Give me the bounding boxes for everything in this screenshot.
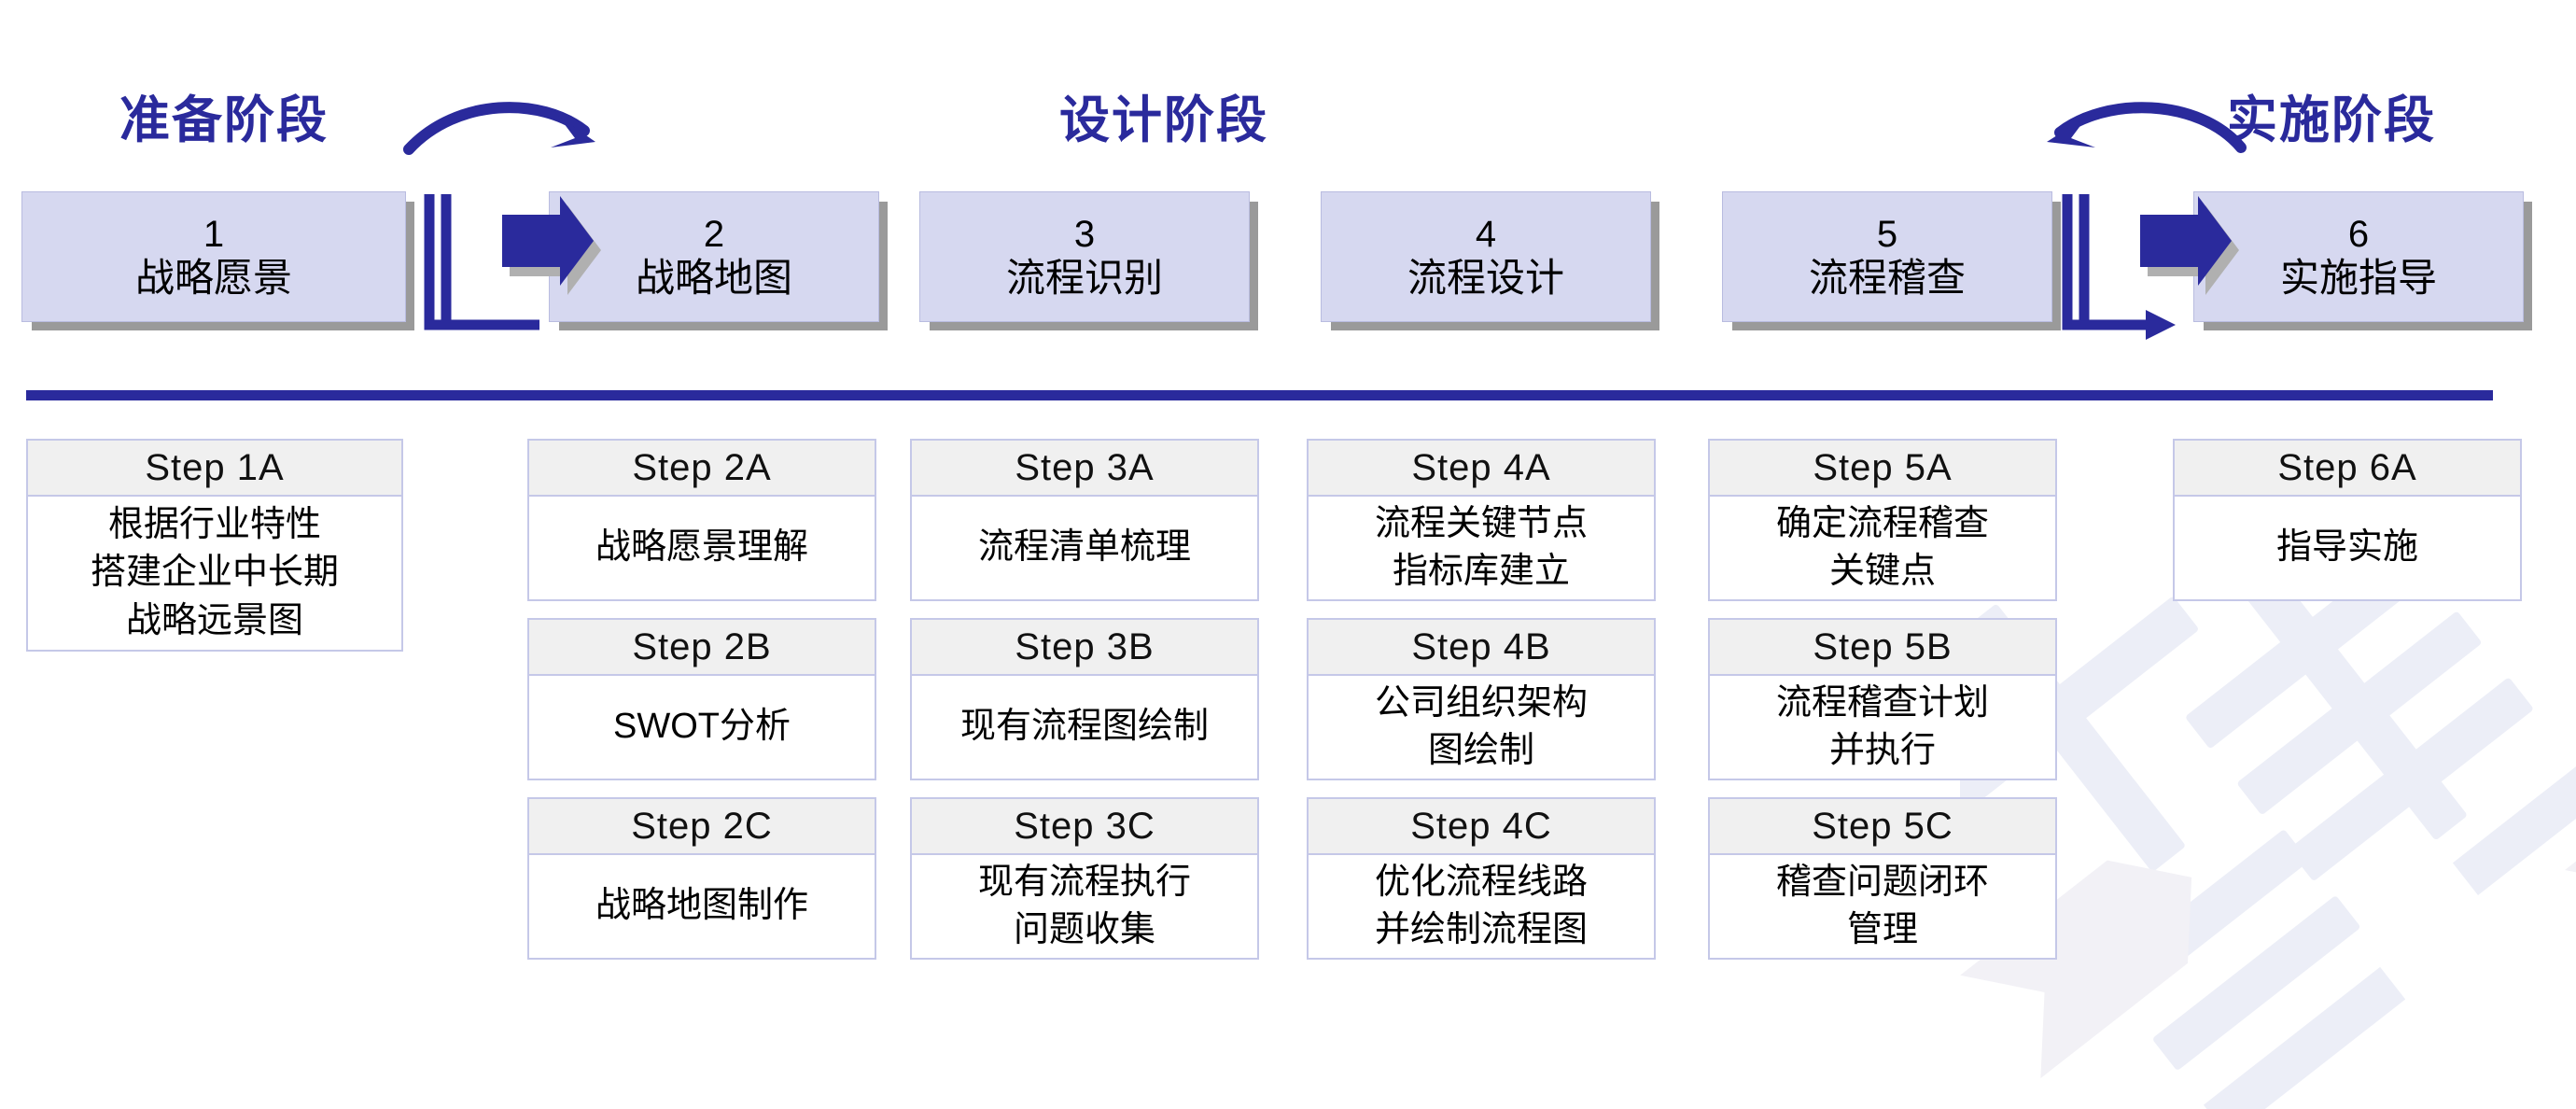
step-card-4a-body: 流程关键节点 指标库建立	[1374, 503, 1588, 591]
step-card-4b-header: Step 4B	[1309, 620, 1654, 676]
top-box-1-title: 战略愿景	[134, 255, 292, 300]
step-card-5a-header: Step 5A	[1710, 441, 2055, 497]
step-card-2a[interactable]: Step 2A 战略愿景理解	[527, 439, 876, 601]
bracket-l-shape-arrow-icon	[2062, 194, 2176, 340]
top-box-2-number: 2	[703, 214, 725, 256]
step-card-1a-header: Step 1A	[28, 441, 401, 497]
top-box-4[interactable]: 4 流程设计	[1321, 191, 1651, 322]
step-card-5b[interactable]: Step 5B 流程稽查计划 并执行	[1708, 618, 2057, 780]
step-column-6: Step 6A 指导实施	[2173, 439, 2522, 618]
step-card-4a[interactable]: Step 4A 流程关键节点 指标库建立	[1307, 439, 1656, 601]
step-card-4c[interactable]: Step 4C 优化流程线路 并绘制流程图	[1307, 797, 1656, 960]
top-box-6-number: 6	[2347, 214, 2370, 256]
step-column-5: Step 5A 确定流程稽查 关键点 Step 5B 流程稽查计划 并执行 St…	[1708, 439, 2057, 976]
step-card-5b-body: 流程稽查计划 并执行	[1775, 682, 1989, 770]
step-column-1: Step 1A 根据行业特性 搭建企业中长期 战略远景图	[26, 439, 403, 668]
step-card-5c-header: Step 5C	[1710, 799, 2055, 855]
top-box-3-number: 3	[1073, 214, 1096, 256]
top-box-6-title: 实施指导	[2279, 255, 2437, 300]
horizontal-divider	[26, 390, 2493, 400]
step-card-2b[interactable]: Step 2B SWOT分析	[527, 618, 876, 780]
step-card-5a-body: 确定流程稽查 关键点	[1775, 503, 1989, 591]
top-box-5-number: 5	[1876, 214, 1898, 256]
step-card-4b[interactable]: Step 4B 公司组织架构 图绘制	[1307, 618, 1656, 780]
top-box-2-title: 战略地图	[635, 255, 792, 300]
step-card-4a-header: Step 4A	[1309, 441, 1654, 497]
step-card-3c-header: Step 3C	[912, 799, 1257, 855]
step-card-1a-body: 根据行业特性 搭建企业中长期 战略远景图	[90, 505, 339, 640]
step-card-6a[interactable]: Step 6A 指导实施	[2173, 439, 2522, 601]
step-card-3a[interactable]: Step 3A 流程清单梳理	[910, 439, 1259, 601]
step-card-5a[interactable]: Step 5A 确定流程稽查 关键点	[1708, 439, 2057, 601]
top-box-5[interactable]: 5 流程稽查	[1722, 191, 2052, 322]
top-box-3-title: 流程识别	[1005, 255, 1163, 300]
step-card-3c[interactable]: Step 3C 现有流程执行 问题收集	[910, 797, 1259, 960]
step-column-2: Step 2A 战略愿景理解 Step 2B SWOT分析 Step 2C 战略…	[527, 439, 876, 976]
phase-label-impl: 实施阶段	[2227, 92, 2436, 148]
step-card-3b-header: Step 3B	[912, 620, 1257, 676]
step-card-4c-header: Step 4C	[1309, 799, 1654, 855]
step-card-4b-body: 公司组织架构 图绘制	[1374, 682, 1588, 770]
bracket-l-shape-icon	[424, 194, 539, 330]
step-column-3: Step 3A 流程清单梳理 Step 3B 现有流程图绘制 Step 3C 现…	[910, 439, 1259, 976]
top-box-2[interactable]: 2 战略地图	[549, 191, 879, 322]
top-box-4-title: 流程设计	[1407, 255, 1564, 300]
step-card-3b-body: 现有流程图绘制	[959, 707, 1209, 747]
step-card-2c-body: 战略地图制作	[595, 886, 808, 926]
top-box-1[interactable]: 1 战略愿景	[21, 191, 406, 322]
step-card-2c-header: Step 2C	[529, 799, 875, 855]
step-card-1a[interactable]: Step 1A 根据行业特性 搭建企业中长期 战略远景图	[26, 439, 403, 652]
step-card-3c-body: 现有流程执行 问题收集	[977, 862, 1191, 949]
step-card-3b[interactable]: Step 3B 现有流程图绘制	[910, 618, 1259, 780]
step-card-2a-header: Step 2A	[529, 441, 875, 497]
step-card-4c-body: 优化流程线路 并绘制流程图	[1374, 862, 1588, 949]
step-card-5c[interactable]: Step 5C 稽查问题闭环 管理	[1708, 797, 2057, 960]
phase-label-prep: 准备阶段	[119, 92, 329, 148]
step-card-2b-body: SWOT分析	[613, 707, 791, 747]
top-box-6[interactable]: 6 实施指导	[2193, 191, 2524, 322]
step-card-5b-header: Step 5B	[1710, 620, 2055, 676]
top-box-4-number: 4	[1475, 214, 1497, 256]
top-box-1-number: 1	[203, 214, 225, 256]
step-card-2c[interactable]: Step 2C 战略地图制作	[527, 797, 876, 960]
curved-arrow-left-icon	[2047, 102, 2247, 153]
step-card-5c-body: 稽查问题闭环 管理	[1775, 862, 1989, 949]
step-card-6a-header: Step 6A	[2175, 441, 2520, 497]
step-card-3a-body: 流程清单梳理	[977, 527, 1191, 568]
step-card-6a-body: 指导实施	[2275, 527, 2418, 568]
top-box-3[interactable]: 3 流程识别	[919, 191, 1250, 322]
phase-label-design: 设计阶段	[1059, 92, 1268, 148]
curved-arrow-right-icon	[403, 102, 595, 155]
top-box-5-title: 流程稽查	[1808, 255, 1966, 300]
step-card-2a-body: 战略愿景理解	[595, 527, 808, 568]
step-column-4: Step 4A 流程关键节点 指标库建立 Step 4B 公司组织架构 图绘制 …	[1307, 439, 1656, 976]
step-card-2b-header: Step 2B	[529, 620, 875, 676]
step-card-3a-header: Step 3A	[912, 441, 1257, 497]
